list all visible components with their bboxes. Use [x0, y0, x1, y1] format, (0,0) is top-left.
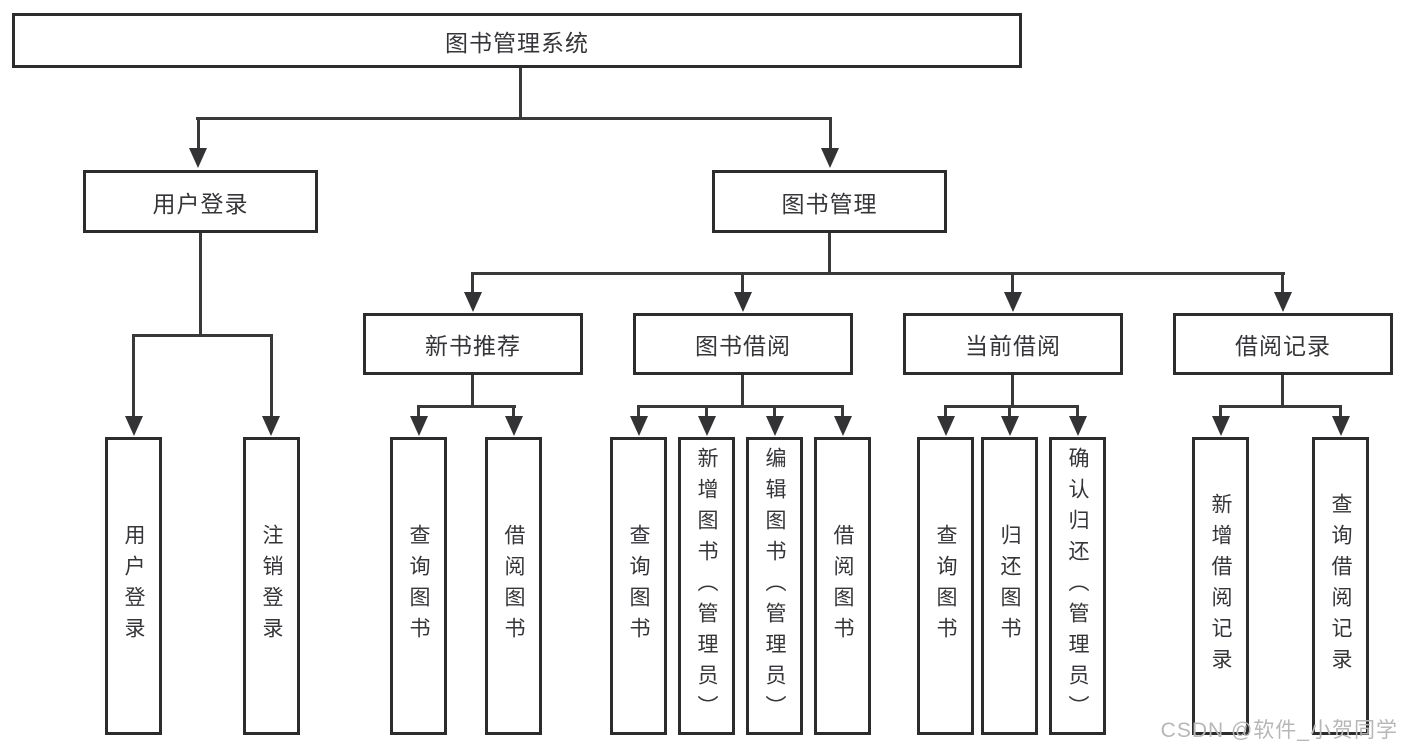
- leaf-add-borrow-record: 新增借阅记录: [1192, 437, 1249, 735]
- connector-shaft: [197, 117, 200, 151]
- leaf-add-books-admin: 新增图书（管理员）: [678, 437, 735, 735]
- arrowhead-down: [464, 292, 482, 312]
- connector-shaft: [471, 272, 474, 296]
- connector-shaft: [1281, 272, 1284, 296]
- connector-vline: [471, 375, 474, 408]
- connector-vline: [741, 375, 744, 408]
- leaf-label: 借阅图书: [831, 524, 854, 648]
- leaf-label: 用户登录: [122, 524, 145, 648]
- arrowhead-down: [734, 292, 752, 312]
- node-label: 借阅记录: [1235, 333, 1331, 359]
- arrowhead-down: [1274, 292, 1292, 312]
- connector-shaft: [705, 405, 708, 419]
- node-label: 图书借阅: [695, 333, 791, 359]
- arrowhead-down: [937, 416, 955, 436]
- leaf-label: 查询图书: [407, 524, 430, 648]
- leaf-borrow-books: 借阅图书: [814, 437, 871, 735]
- leaf-label: 编辑图书（管理员）: [763, 446, 786, 726]
- connector-shaft: [512, 405, 515, 419]
- arrowhead-down: [262, 416, 280, 436]
- arrowhead-down: [1332, 416, 1350, 436]
- arrowhead-down: [1004, 292, 1022, 312]
- arrowhead-down: [1069, 416, 1087, 436]
- leaf-label: 查询图书: [627, 524, 650, 648]
- arrowhead-down: [698, 416, 716, 436]
- node-label: 当前借阅: [965, 333, 1061, 359]
- csdn-watermark: CSDN @软件_小贺同学: [1160, 719, 1398, 742]
- connector-book-mgmt-vline: [828, 233, 831, 275]
- connector-hline: [1219, 405, 1342, 408]
- connector-shaft: [773, 405, 776, 419]
- leaf-query-books-current: 查询图书: [917, 437, 974, 735]
- leaf-label: 查询借阅记录: [1329, 493, 1352, 679]
- connector-shaft: [132, 334, 135, 418]
- leaf-borrow-books-recommendation: 借阅图书: [485, 437, 542, 735]
- connector-vline: [1011, 375, 1014, 408]
- arrowhead-down: [505, 416, 523, 436]
- node-current-borrowing: 当前借阅: [903, 313, 1123, 375]
- leaf-return-books: 归还图书: [981, 437, 1038, 735]
- node-borrowing-records: 借阅记录: [1173, 313, 1393, 375]
- node-library-management-system: 图书管理系统: [12, 13, 1022, 68]
- connector-user-login-vline: [199, 233, 202, 337]
- node-book-management: 图书管理: [712, 170, 947, 233]
- connector-shaft: [829, 117, 832, 151]
- connector-user-login-hline: [132, 334, 273, 337]
- node-label: 图书管理系统: [445, 29, 589, 56]
- connector-shaft: [1339, 405, 1342, 419]
- node-label: 图书管理: [781, 190, 878, 217]
- connector-shaft: [944, 405, 947, 419]
- node-label: 用户登录: [152, 190, 249, 217]
- connector-shaft: [1008, 405, 1011, 419]
- connector-hline: [944, 405, 1079, 408]
- leaf-label: 注销登录: [260, 524, 283, 648]
- arrowhead-down: [1212, 416, 1230, 436]
- leaf-query-books-borrowing: 查询图书: [610, 437, 667, 735]
- arrowhead-down: [821, 148, 839, 168]
- arrowhead-down: [410, 416, 428, 436]
- connector-shaft: [417, 405, 420, 419]
- node-new-book-recommendation: 新书推荐: [363, 313, 583, 375]
- leaf-edit-books-admin: 编辑图书（管理员）: [746, 437, 803, 735]
- connector-shaft: [1076, 405, 1079, 419]
- leaf-label: 确认归还（管理员）: [1066, 446, 1089, 726]
- leaf-label: 归还图书: [998, 524, 1021, 648]
- connector-shaft: [741, 272, 744, 296]
- node-book-borrowing: 图书借阅: [633, 313, 853, 375]
- leaf-label: 新增图书（管理员）: [695, 446, 718, 726]
- leaf-user-login: 用户登录: [105, 437, 162, 735]
- connector-shaft: [1011, 272, 1014, 296]
- connector-hline: [417, 405, 516, 408]
- connector-hline: [637, 405, 844, 408]
- arrowhead-down: [766, 416, 784, 436]
- leaf-query-borrow-record: 查询借阅记录: [1312, 437, 1369, 735]
- connector-level3-hline: [471, 272, 1285, 275]
- connector-level2-hline: [196, 117, 832, 120]
- leaf-label: 查询图书: [934, 524, 957, 648]
- arrowhead-down: [125, 416, 143, 436]
- leaf-confirm-return-admin: 确认归还（管理员）: [1049, 437, 1106, 735]
- node-label: 新书推荐: [425, 333, 521, 359]
- arrowhead-down: [630, 416, 648, 436]
- connector-root-vline: [519, 68, 522, 120]
- connector-shaft: [841, 405, 844, 419]
- connector-vline: [1281, 375, 1284, 408]
- leaf-logout: 注销登录: [243, 437, 300, 735]
- connector-shaft: [1219, 405, 1222, 419]
- arrowhead-down: [1001, 416, 1019, 436]
- arrowhead-down: [189, 148, 207, 168]
- leaf-query-books-recommendation: 查询图书: [390, 437, 447, 735]
- node-user-login: 用户登录: [83, 170, 318, 233]
- connector-shaft: [637, 405, 640, 419]
- connector-shaft: [270, 334, 273, 418]
- leaf-label: 借阅图书: [502, 524, 525, 648]
- arrowhead-down: [834, 416, 852, 436]
- leaf-label: 新增借阅记录: [1209, 493, 1232, 679]
